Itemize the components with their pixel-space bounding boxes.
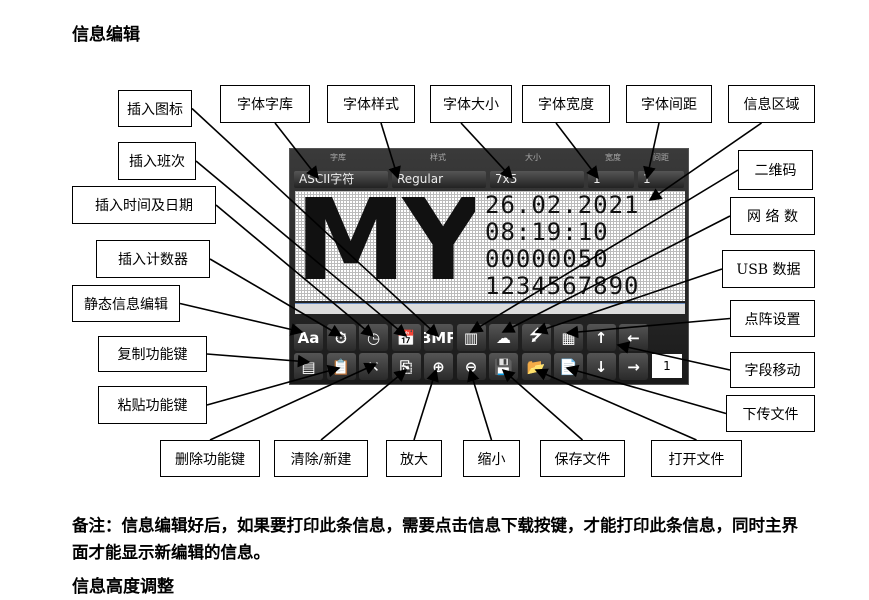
arrow-download — [565, 364, 727, 415]
arrow-clear_new — [320, 368, 408, 441]
callout-zoom-in: 放大 — [386, 440, 442, 477]
arrow-dot_setting — [565, 317, 731, 339]
arrow-insert_icon — [191, 107, 440, 338]
header-style: 样式 — [430, 153, 446, 162]
time-field[interactable]: 08:19:10 — [485, 218, 609, 246]
page-heading: 信息编辑 — [72, 25, 140, 45]
section-heading: 信息高度调整 — [72, 577, 174, 597]
callout-info-area: 信息区域 — [728, 85, 815, 123]
callout-paste: 粘贴功能键 — [98, 386, 207, 424]
arrow-delete — [209, 362, 378, 441]
callout-insert-icon: 插入图标 — [118, 90, 192, 127]
arrow-font_style — [380, 122, 401, 180]
callout-insert-counter: 插入计数器 — [96, 240, 210, 278]
arrow-zoom_out — [467, 368, 493, 441]
header-width: 宽度 — [605, 153, 621, 162]
callout-network: 网 络 数 — [730, 197, 815, 235]
callout-zoom-out: 缩小 — [463, 440, 520, 477]
arrow-save — [501, 368, 584, 441]
font-style-dropdown[interactable]: Regular — [392, 171, 486, 188]
callout-font-style: 字体样式 — [327, 85, 415, 123]
callout-font-width: 字体宽度 — [522, 85, 610, 123]
note-text: 备注：信息编辑好后，如果要打印此条信息，需要点击信息下载按键，才能打印此条信息，… — [72, 516, 798, 562]
arrow-zoom_in — [413, 368, 439, 441]
date-field[interactable]: 26.02.2021 — [485, 191, 640, 219]
counter-field[interactable]: 00000050 — [485, 245, 609, 273]
arrow-paste — [206, 364, 341, 406]
callout-insert-shift: 插入班次 — [118, 142, 196, 180]
callout-save: 保存文件 — [540, 440, 625, 477]
arrow-qrcode — [469, 169, 739, 333]
callout-clear-new: 清除/新建 — [274, 440, 368, 477]
callout-font-size: 字体大小 — [430, 85, 512, 123]
arrow-info_area — [648, 122, 762, 201]
callout-static-edit: 静态信息编辑 — [72, 285, 180, 322]
callout-field-move: 字段移动 — [730, 352, 815, 388]
arrow-field_move — [616, 341, 731, 371]
arrow-open — [534, 368, 697, 441]
horizontal-scrollbar[interactable] — [295, 303, 685, 314]
callout-font-lib: 字体字库 — [220, 85, 310, 123]
arrow-static_edit — [179, 302, 304, 336]
dot-matrix-canvas[interactable]: MY 26.02.2021 08:19:10 00000050 12345678… — [295, 191, 685, 301]
arrow-usb — [534, 268, 723, 335]
arrow-font_size — [460, 122, 514, 180]
arrow-font_spacing — [643, 122, 660, 180]
header-size: 大小 — [525, 153, 541, 162]
callout-delete: 删除功能键 — [160, 440, 260, 477]
callout-open: 打开文件 — [651, 440, 742, 477]
big-text: MY — [295, 191, 475, 297]
header-font-lib: 字库 — [330, 153, 346, 162]
callout-usb: USB 数据 — [722, 250, 815, 288]
right-button[interactable]: → — [619, 353, 648, 380]
callout-download: 下传文件 — [726, 395, 815, 432]
arrow-font_width — [555, 122, 599, 180]
arrow-copy — [206, 353, 311, 368]
callout-font-spacing: 字体间距 — [626, 85, 712, 123]
callout-insert-datetime: 插入时间及日期 — [72, 186, 216, 224]
arrow-font_lib — [274, 122, 319, 180]
arrow-network — [501, 215, 731, 333]
header-spacing: 间距 — [653, 153, 669, 162]
callout-dot-setting: 点阵设置 — [730, 300, 815, 337]
arrow-insert_datetime — [215, 204, 375, 338]
callout-qrcode: 二维码 — [738, 150, 813, 190]
arrow-insert_counter — [209, 258, 343, 337]
callout-copy: 复制功能键 — [98, 336, 207, 372]
arrow-insert_shift — [195, 160, 408, 338]
